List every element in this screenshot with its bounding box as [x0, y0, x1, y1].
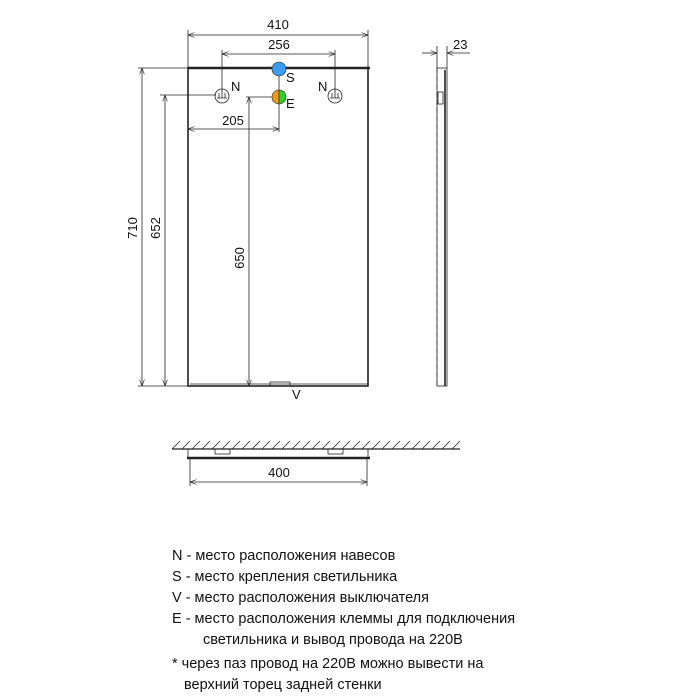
dim-hooks-spacing: 256 [268, 37, 290, 52]
light-mount-marker [271, 61, 287, 77]
mirror-side-outline [436, 67, 448, 387]
dim-terminal-offset: 205 [222, 113, 244, 128]
legend-item-e: E - место расположения клеммы для подклю… [172, 611, 516, 627]
dim-height: 710 [125, 217, 140, 239]
legend-item-n: N - место расположения навесов [172, 548, 396, 564]
label-hook-left: N [231, 79, 240, 94]
dim-terminal-height: 650 [232, 247, 247, 269]
legend-item-s: S - место крепления светильника [172, 569, 398, 585]
hook-left-icon [214, 88, 230, 104]
dim-bottom-width: 400 [268, 465, 290, 480]
terminal-marker-right [278, 89, 287, 105]
hook-right-icon [327, 88, 343, 104]
legend: N - место расположения навесов S - место… [172, 546, 515, 696]
dim-width: 410 [267, 17, 289, 32]
label-light: S [286, 70, 295, 85]
legend-note: * через паз провод на 220В можно вывести… [172, 656, 484, 672]
legend-note-cont: верхний торец задней стенки [184, 677, 382, 693]
switch-slot [269, 381, 291, 387]
label-hook-right: N [318, 79, 327, 94]
label-terminal: E [286, 96, 295, 111]
legend-item-v: V - место расположения выключателя [172, 590, 429, 606]
label-switch: V [292, 387, 301, 402]
dim-hook-height: 652 [148, 217, 163, 239]
dim-depth: 23 [453, 37, 467, 52]
terminal-marker-left [271, 89, 280, 105]
mirror-front-outline [187, 67, 369, 387]
wall-hatching [171, 440, 461, 450]
legend-item-e-cont: светильника и вывод провода на 220В [203, 632, 463, 648]
